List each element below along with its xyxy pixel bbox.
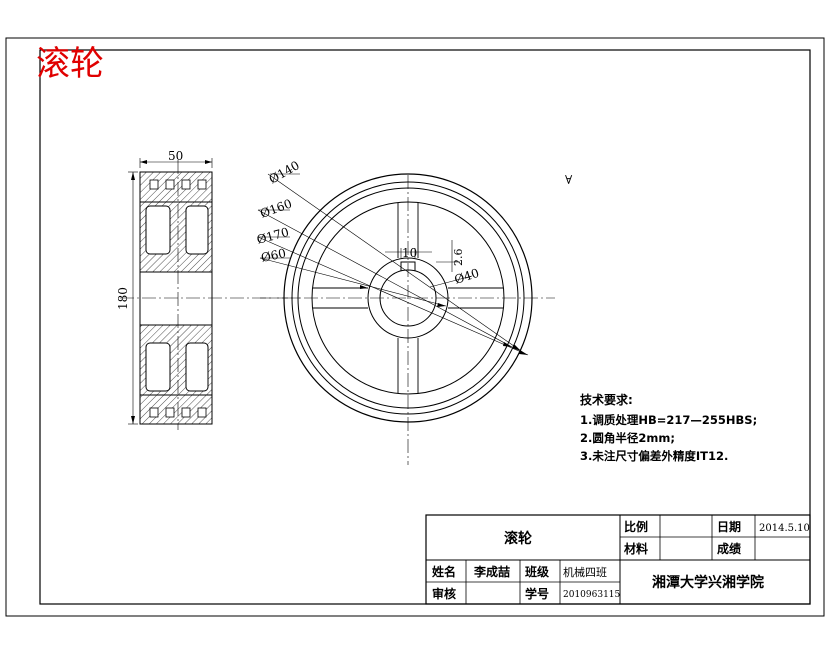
outer-border bbox=[5, 37, 825, 617]
name-value: 李成喆 bbox=[473, 564, 510, 579]
keyway-width-dimension: 10 bbox=[402, 246, 417, 260]
inner-border bbox=[39, 49, 811, 605]
diameter-60-label: Ø60 bbox=[260, 246, 287, 265]
diameter-40-label: Ø40 bbox=[453, 266, 481, 287]
student-id-value: 2010963115 bbox=[563, 590, 621, 600]
upper-section bbox=[139, 171, 213, 273]
class-label: 班级 bbox=[525, 564, 549, 579]
tech-note-3: 3.未注尺寸偏差外精度IT12. bbox=[580, 449, 728, 463]
class-value: 机械四班 bbox=[563, 565, 607, 579]
review-label: 审核 bbox=[432, 586, 456, 601]
tech-note-2: 2.圆角半径2mm; bbox=[580, 431, 675, 445]
name-label: 姓名 bbox=[432, 564, 456, 579]
tech-notes-heading: 技术要求: bbox=[580, 392, 633, 407]
date-value: 2014.5.10 bbox=[759, 523, 810, 534]
diameter-140-label: Ø140 bbox=[267, 158, 302, 186]
height-dimension: 180 bbox=[116, 287, 130, 310]
school-name: 湘潭大学兴湘学院 bbox=[652, 574, 764, 591]
lower-section bbox=[139, 324, 213, 425]
page-title: 滚轮 bbox=[36, 44, 104, 84]
side-section-view: 50 180 bbox=[116, 149, 300, 430]
grade-label: 成绩 bbox=[717, 541, 741, 556]
keyway-depth-dimension: 2.6 bbox=[452, 249, 465, 267]
tech-note-1: 1.调质处理HB=217—255HBS; bbox=[580, 413, 757, 427]
part-name: 滚轮 bbox=[504, 530, 532, 547]
technical-requirements: 技术要求: 1.调质处理HB=217—255HBS; 2.圆角半径2mm; 3.… bbox=[580, 392, 757, 463]
front-view: 10 2.6 Ø140 Ø160 Ø170 Ø60 Ø40 ∀ bbox=[255, 158, 573, 465]
date-label: 日期 bbox=[717, 519, 741, 534]
scale-label: 比例 bbox=[624, 519, 648, 534]
diameter-160-label: Ø160 bbox=[258, 196, 294, 220]
surface-roughness-mark: ∀ bbox=[565, 173, 573, 187]
width-dimension: 50 bbox=[168, 149, 183, 163]
title-block bbox=[425, 514, 811, 605]
student-id-label: 学号 bbox=[525, 586, 549, 601]
material-label: 材料 bbox=[623, 541, 648, 556]
